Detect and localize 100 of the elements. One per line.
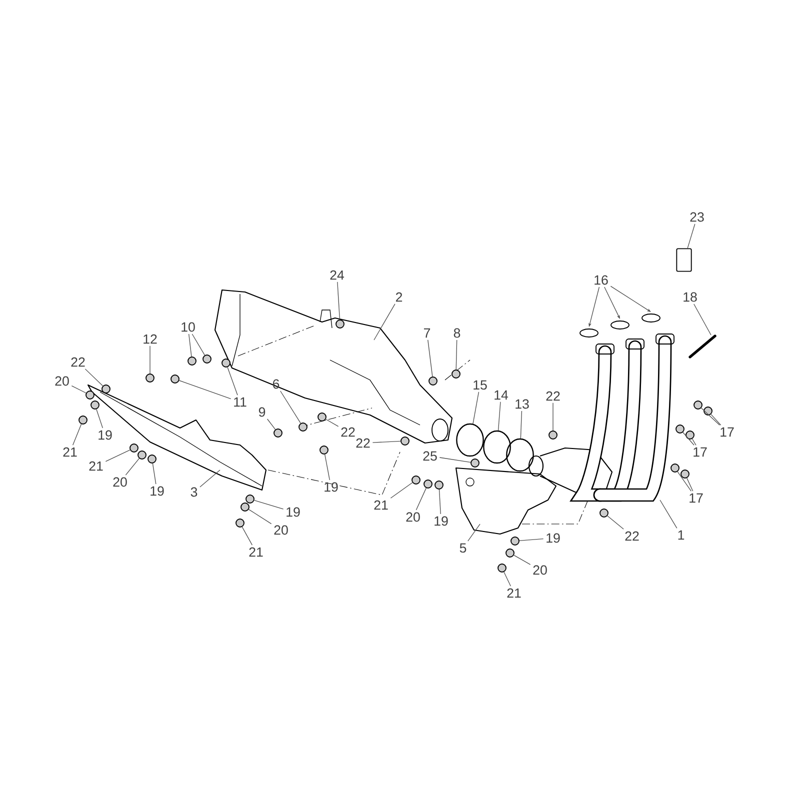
callout-number: 20 [406, 512, 420, 522]
leader-line [390, 482, 413, 498]
callout-number: 14 [494, 390, 508, 400]
leader-line [324, 454, 330, 480]
callout-number: 22 [341, 427, 355, 437]
fastener [320, 446, 328, 454]
callout-number: 19 [434, 516, 448, 526]
fastener [222, 358, 230, 368]
callout-number: 21 [249, 547, 263, 557]
leader-line [710, 414, 722, 426]
leader-line [125, 458, 140, 476]
callout-number: 22 [356, 438, 370, 448]
leader-line [607, 516, 624, 530]
callout-number: 21 [374, 500, 388, 510]
callout-number: 20 [113, 477, 127, 487]
leader-line [694, 304, 712, 336]
leader-line [456, 340, 458, 370]
fastener [680, 470, 690, 478]
leader-line [248, 509, 272, 524]
leader-line [188, 334, 192, 357]
callout-number: 16 [594, 275, 608, 285]
leader-line [498, 402, 501, 431]
fastener [694, 400, 702, 410]
fastener [434, 480, 444, 490]
callout-number: 17 [690, 493, 703, 503]
leader-line [337, 282, 340, 320]
leader-line [326, 418, 339, 427]
leader-line [660, 500, 678, 528]
callout-number: 9 [258, 407, 266, 417]
fastener [246, 494, 254, 504]
leader-line [682, 432, 694, 446]
leader-line [416, 488, 426, 510]
fastener [146, 374, 154, 382]
fastener [400, 436, 410, 446]
fastener [298, 422, 308, 432]
fastener [510, 536, 520, 546]
leader-line [552, 402, 554, 431]
callout-number: 8 [454, 328, 460, 338]
leader-line [192, 334, 206, 356]
leader-line [96, 408, 103, 428]
leader-line [700, 408, 720, 426]
callout-number: 2 [396, 292, 402, 302]
callout-number: 19 [546, 533, 560, 543]
callout-number: 3 [190, 487, 198, 497]
callout-number: 22 [71, 357, 85, 367]
sealing-ring [506, 438, 534, 472]
fastener [240, 502, 250, 512]
callout-number: 20 [274, 525, 288, 535]
fastener [170, 374, 180, 384]
callout-number: 22 [625, 531, 639, 541]
callout-number: 20 [55, 376, 69, 386]
fastener [188, 356, 196, 366]
fastener [470, 458, 480, 468]
bracket [676, 248, 692, 272]
leader-line [514, 554, 531, 565]
fastener [676, 424, 684, 434]
fastener [412, 476, 420, 484]
leader-line [472, 392, 480, 424]
leader-line [242, 526, 253, 546]
fastener [130, 444, 138, 452]
leader-line [374, 304, 396, 340]
fastener [148, 454, 156, 464]
fastener [102, 384, 110, 394]
callout-number: 15 [474, 380, 487, 390]
leader-line [200, 470, 220, 488]
leader-line [438, 489, 441, 514]
leader-line [71, 386, 86, 394]
fastener [452, 370, 460, 378]
callout-number: 19 [150, 486, 164, 496]
callout-number: 24 [330, 270, 344, 280]
fastener [506, 548, 514, 558]
callout-number: 19 [98, 430, 112, 440]
leader-line [687, 224, 696, 249]
fastener [600, 508, 608, 518]
leader-line [428, 340, 433, 377]
leader-line [677, 471, 692, 492]
callout-number: 7 [424, 328, 430, 338]
callout-number: 21 [507, 588, 521, 598]
fastener [498, 564, 506, 572]
leader-line [254, 500, 284, 510]
leader-line [267, 418, 276, 430]
callout-number: 5 [460, 543, 466, 553]
callout-number: 1 [678, 530, 684, 540]
callout-number: 19 [286, 507, 300, 517]
fastener [336, 320, 344, 328]
fastener [90, 400, 100, 410]
leader-line [519, 538, 544, 541]
fastener [704, 406, 712, 416]
sealing-ring [483, 430, 511, 464]
leader-line [178, 380, 232, 400]
fastener [424, 480, 432, 488]
leader-line [105, 450, 130, 462]
callout-number: 17 [720, 427, 734, 437]
fastener [428, 376, 438, 386]
callout-number: 13 [516, 399, 529, 409]
callout-number: 25 [423, 451, 437, 461]
leader-line [520, 410, 522, 439]
callout-number: 18 [684, 292, 697, 302]
callout-number: 21 [89, 461, 103, 471]
leader-line [686, 478, 694, 492]
